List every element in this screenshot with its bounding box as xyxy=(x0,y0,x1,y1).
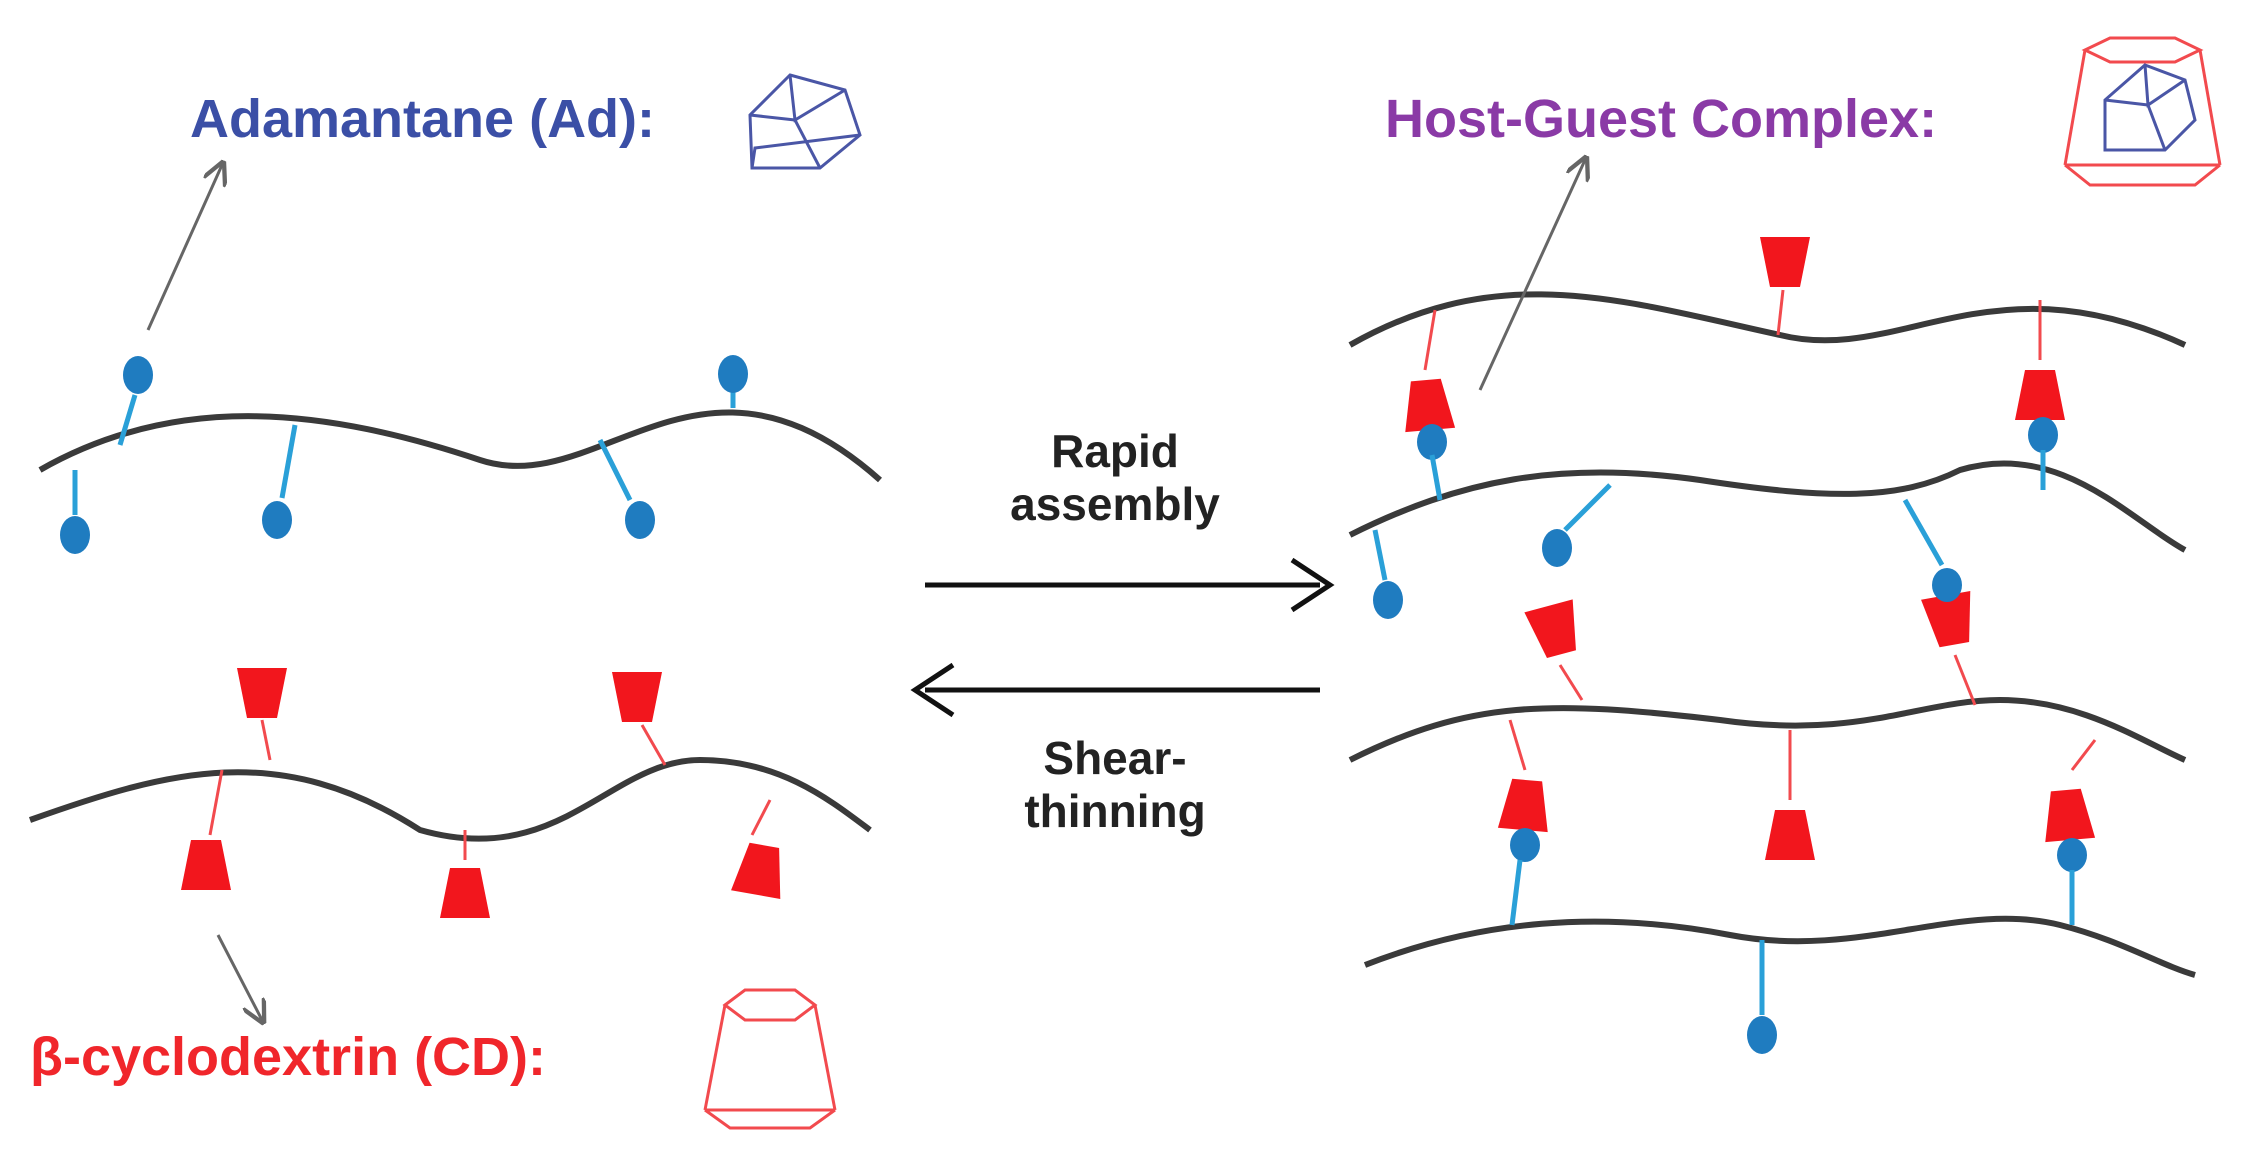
adamantane-label: Adamantane (Ad): xyxy=(190,89,656,149)
adamantane-structure-icon xyxy=(748,73,862,170)
shear-thinning-line2: thinning xyxy=(1024,784,1206,837)
host-guest-complex-icon xyxy=(2063,36,2222,187)
cd-pointer-arrow xyxy=(216,934,262,1020)
cyclodextrin-structure-icon xyxy=(703,988,837,1130)
reverse-arrow xyxy=(910,662,1320,718)
shear-thinning-label: Shear- thinning xyxy=(965,732,1265,838)
rapid-assembly-line2: assembly xyxy=(1010,477,1220,530)
rapid-assembly-label: Rapid assembly xyxy=(965,425,1265,531)
cd-polymer-chain xyxy=(28,668,872,918)
host-guest-pointer-arrow xyxy=(1478,160,1585,391)
cyclodextrin-label: β-cyclodextrin (CD): xyxy=(30,1027,547,1087)
host-guest-complex-label: Host-Guest Complex: xyxy=(1385,89,1938,149)
forward-arrow xyxy=(925,557,1335,613)
rapid-assembly-line1: Rapid xyxy=(1051,425,1179,477)
network-chains xyxy=(1348,291,2196,978)
network-cd-units xyxy=(1400,237,2097,860)
network-ad-units xyxy=(1372,417,2087,1054)
ad-pointer-arrow xyxy=(146,165,222,331)
ad-polymer-chain xyxy=(38,355,882,554)
shear-thinning-line1: Shear- xyxy=(1043,732,1187,784)
